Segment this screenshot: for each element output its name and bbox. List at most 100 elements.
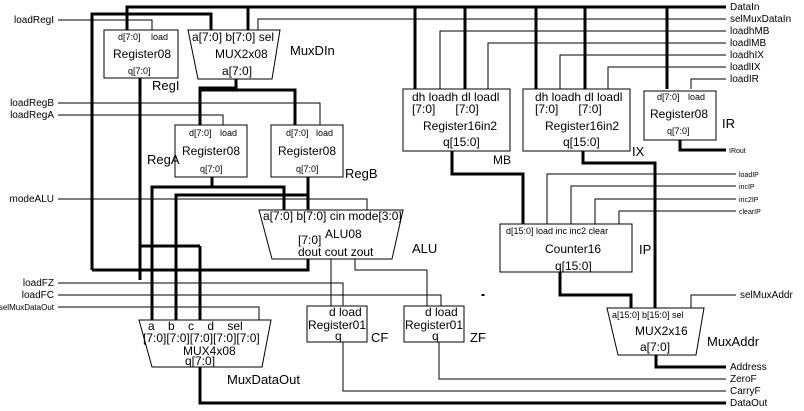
wire-selmuxdataout xyxy=(58,306,260,320)
block-regb[interactable]: d[7:0] load Register08 q[7:0] RegB xyxy=(270,124,378,181)
ports-top-width: [7:0][7:0][7:0][7:0][7:0] xyxy=(143,331,260,345)
signal-selmuxaddr: selMuxAddr xyxy=(740,290,793,301)
signal-carryf: CarryF xyxy=(730,386,761,397)
ports-top: dh loadh dl loadl xyxy=(412,90,499,104)
left-signals: loadRegI loadRegB loadRegA modeALU loadF… xyxy=(0,15,55,312)
block-name: IX xyxy=(632,144,645,159)
port-d: d[7:0] xyxy=(189,128,212,138)
port-q: q[15:0] xyxy=(443,135,480,149)
port-q: q[15:0] xyxy=(555,259,592,273)
block-name: IP xyxy=(639,242,651,257)
wire-loadfz xyxy=(58,282,344,306)
block-type: Register16in2 xyxy=(545,119,619,133)
port-d: d[7:0] xyxy=(118,32,141,42)
block-muxaddr[interactable]: a[15:0] b[15:0] sel MUX2x16 a[7:0] MuxAd… xyxy=(606,307,760,356)
wire-address xyxy=(654,355,726,369)
block-type: Register16in2 xyxy=(423,119,497,133)
wire-loadrega xyxy=(58,114,224,125)
ports-bottom: dout cout zout xyxy=(298,245,374,259)
wire-mb-ip-d xyxy=(450,151,525,224)
ports-top: dh loadh dl loadl xyxy=(535,90,622,104)
block-name: RegA xyxy=(147,152,180,167)
block-ip[interactable]: d[15:0] load inc inc2 clear Counter16 q[… xyxy=(499,223,651,273)
block-regi[interactable]: d[7:0] load Register08 q[7:0] RegI xyxy=(103,29,179,93)
block-ir[interactable]: d[7:0] load Register08 q[7:0] IR xyxy=(643,90,735,141)
wire-loadhmb xyxy=(439,30,726,89)
port-d: d[7:0] xyxy=(286,128,309,138)
ports-top: d[15:0] load inc inc2 clear xyxy=(506,226,608,236)
block-name: RegI xyxy=(152,78,179,93)
port-q: q[7:0] xyxy=(296,164,319,174)
signal-clearip: clearIP xyxy=(739,209,761,216)
block-type: Register01 xyxy=(405,318,463,332)
wire-dataout xyxy=(198,367,726,405)
block-name: MuxDataOut xyxy=(227,372,300,387)
wire-selmuxaddr xyxy=(690,294,736,308)
block-zf[interactable]: d load Register01 q ZF xyxy=(403,305,486,345)
ports-top: a[15:0] b[15:0] sel xyxy=(612,310,684,320)
wires xyxy=(58,5,736,405)
block-type: ALU08 xyxy=(325,227,362,241)
wire-loadlmb xyxy=(487,42,726,89)
signal-address: Address xyxy=(730,362,767,373)
wire-alu-dout xyxy=(92,258,310,272)
ports-top: a[7:0] b[7:0] sel xyxy=(192,30,274,44)
wire-loadir xyxy=(690,78,726,89)
ports-top: d load xyxy=(329,305,362,319)
wire-irout xyxy=(678,140,726,152)
signal-loadhix: loadhIX xyxy=(730,50,764,61)
block-ix[interactable]: dh loadh dl loadl [7:0] [7:0] Register16… xyxy=(522,88,645,159)
port-out: a[7:0] xyxy=(222,64,252,78)
wire-selmuxdatain xyxy=(257,18,726,30)
port-load: load xyxy=(220,128,237,138)
block-cf[interactable]: d load Register01 q CF xyxy=(306,305,388,345)
signal-incip: incIP xyxy=(739,184,755,191)
block-type: MUX2x08 xyxy=(215,47,268,61)
port-d: d[7:0] xyxy=(657,92,680,102)
wire-modealu xyxy=(58,198,368,210)
block-name: IR xyxy=(722,116,735,131)
wire-loadregi xyxy=(58,19,153,30)
wire-alu-zout xyxy=(354,258,428,306)
signal-loadregb: loadRegB xyxy=(10,98,54,109)
block-name: MuxAddr xyxy=(707,334,760,349)
signal-irout: IRout xyxy=(729,148,746,155)
wire-rega-muxdo-b xyxy=(150,185,212,320)
port-q: q[7:0] xyxy=(128,66,151,76)
block-alu[interactable]: a[7:0] b[7:0] cin mode[3:0] [7:0] ALU08 … xyxy=(258,209,437,260)
wire-incip xyxy=(570,185,736,224)
signal-selmuxdatain: selMuxDataIn xyxy=(730,14,791,25)
block-type: Register08 xyxy=(650,107,708,121)
signal-loadip: loadIP xyxy=(739,172,759,179)
ports-top-width: [7:0] [7:0] xyxy=(412,102,479,116)
signal-modealu: modeALU xyxy=(10,194,54,205)
port-q: q xyxy=(335,329,342,343)
wire-muxdin-a-feedback xyxy=(90,12,213,270)
block-type: Counter16 xyxy=(545,242,601,256)
block-type: Register01 xyxy=(308,318,366,332)
signal-loadir: loadIR xyxy=(730,74,759,85)
signal-loadlix: loadlIX xyxy=(730,62,761,73)
wire-regb-muxdo-c xyxy=(174,193,308,320)
block-rega[interactable]: d[7:0] load Register08 q[7:0] RegA xyxy=(147,124,248,178)
port-q: q[7:0] xyxy=(200,164,223,174)
wire-zerof xyxy=(438,342,726,380)
wire-loadlix xyxy=(607,66,726,89)
port-q: q[7:0] xyxy=(667,126,690,136)
block-muxdataout[interactable]: a b c d sel [7:0][7:0][7:0][7:0][7:0] MU… xyxy=(138,319,300,387)
signal-loadlmb: loadlMB xyxy=(730,38,766,49)
signal-loadfc: loadFC xyxy=(22,290,54,301)
block-muxdin[interactable]: a[7:0] b[7:0] sel MUX2x08 a[7:0] MuxDIn xyxy=(187,29,335,80)
signal-loadrega: loadRegA xyxy=(10,110,54,121)
port-out: a[7:0] xyxy=(640,340,670,354)
block-type: MUX4x08 xyxy=(183,344,236,358)
wire-clearip xyxy=(618,210,736,224)
block-name: CF xyxy=(371,330,388,345)
wire-carryf xyxy=(342,342,726,392)
block-mb[interactable]: dh loadh dl loadl [7:0] [7:0] Register16… xyxy=(402,88,511,167)
signal-loadhmb: loadhMB xyxy=(730,26,770,37)
port-load: load xyxy=(316,128,333,138)
port-load: load xyxy=(688,92,705,102)
right-signals: DataIn selMuxDataIn loadhMB loadlMB load… xyxy=(729,2,793,409)
